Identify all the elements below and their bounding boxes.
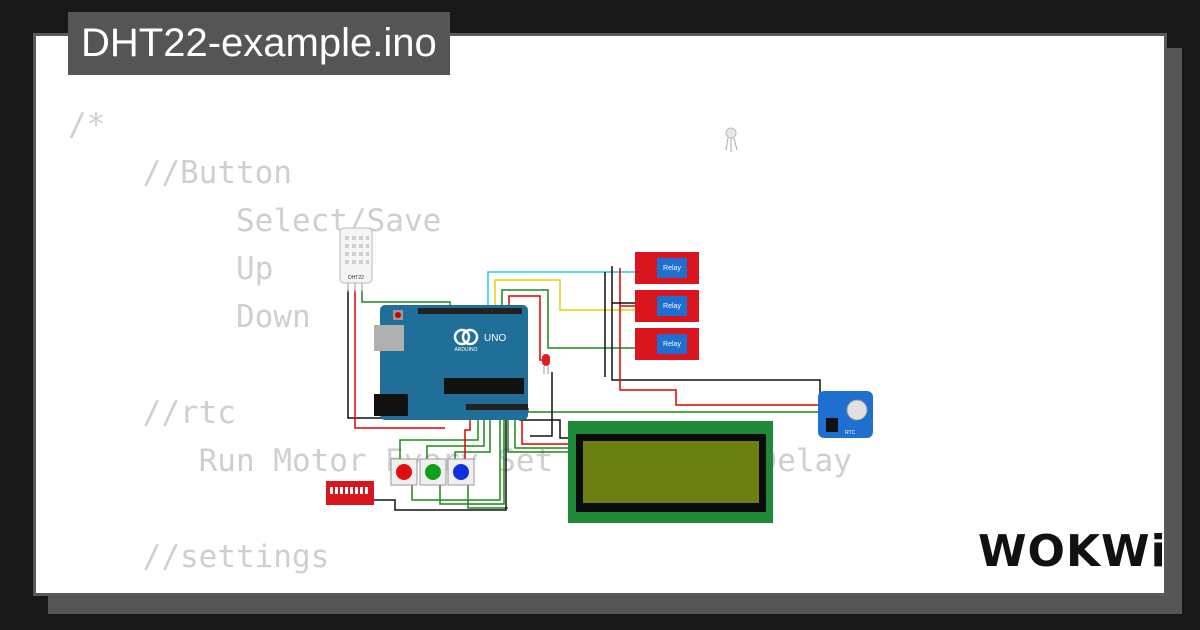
button-red[interactable]: [390, 458, 418, 486]
relay-1[interactable]: Relay: [635, 252, 699, 284]
dht22-sensor[interactable]: DHT22: [339, 227, 373, 292]
relay-label: Relay: [663, 303, 681, 310]
relay-label: Relay: [663, 265, 681, 272]
led-red[interactable]: [542, 354, 550, 374]
code-line: Down: [68, 299, 311, 335]
code-line: Up: [68, 251, 274, 287]
lcd-display[interactable]: [568, 421, 773, 523]
button-green[interactable]: [419, 458, 447, 486]
arduino-uno[interactable]: ARDUINO UNO: [374, 305, 528, 420]
led-white[interactable]: [725, 127, 738, 152]
code-line: /*: [68, 107, 106, 143]
button-blue[interactable]: [447, 458, 475, 486]
relay-3[interactable]: Relay: [635, 328, 699, 360]
code-line: Select/Save: [68, 203, 442, 239]
arduino-brand: ARDUINO: [454, 347, 477, 353]
relay-2[interactable]: Relay: [635, 290, 699, 322]
code-line: //Button: [68, 155, 292, 191]
arduino-model: UNO: [484, 333, 506, 344]
code-line: //rtc: [68, 395, 236, 431]
dip-switch[interactable]: [326, 481, 374, 505]
relay-label: Relay: [663, 341, 681, 348]
rtc-label: RTC: [845, 430, 856, 436]
wokwi-logo: WOKWi: [978, 526, 1167, 577]
code-line: //settings: [68, 539, 330, 575]
file-title: DHT22-example.ino: [68, 12, 450, 75]
dht22-label: DHT22: [348, 275, 364, 281]
rtc-module[interactable]: RTC: [818, 391, 873, 438]
